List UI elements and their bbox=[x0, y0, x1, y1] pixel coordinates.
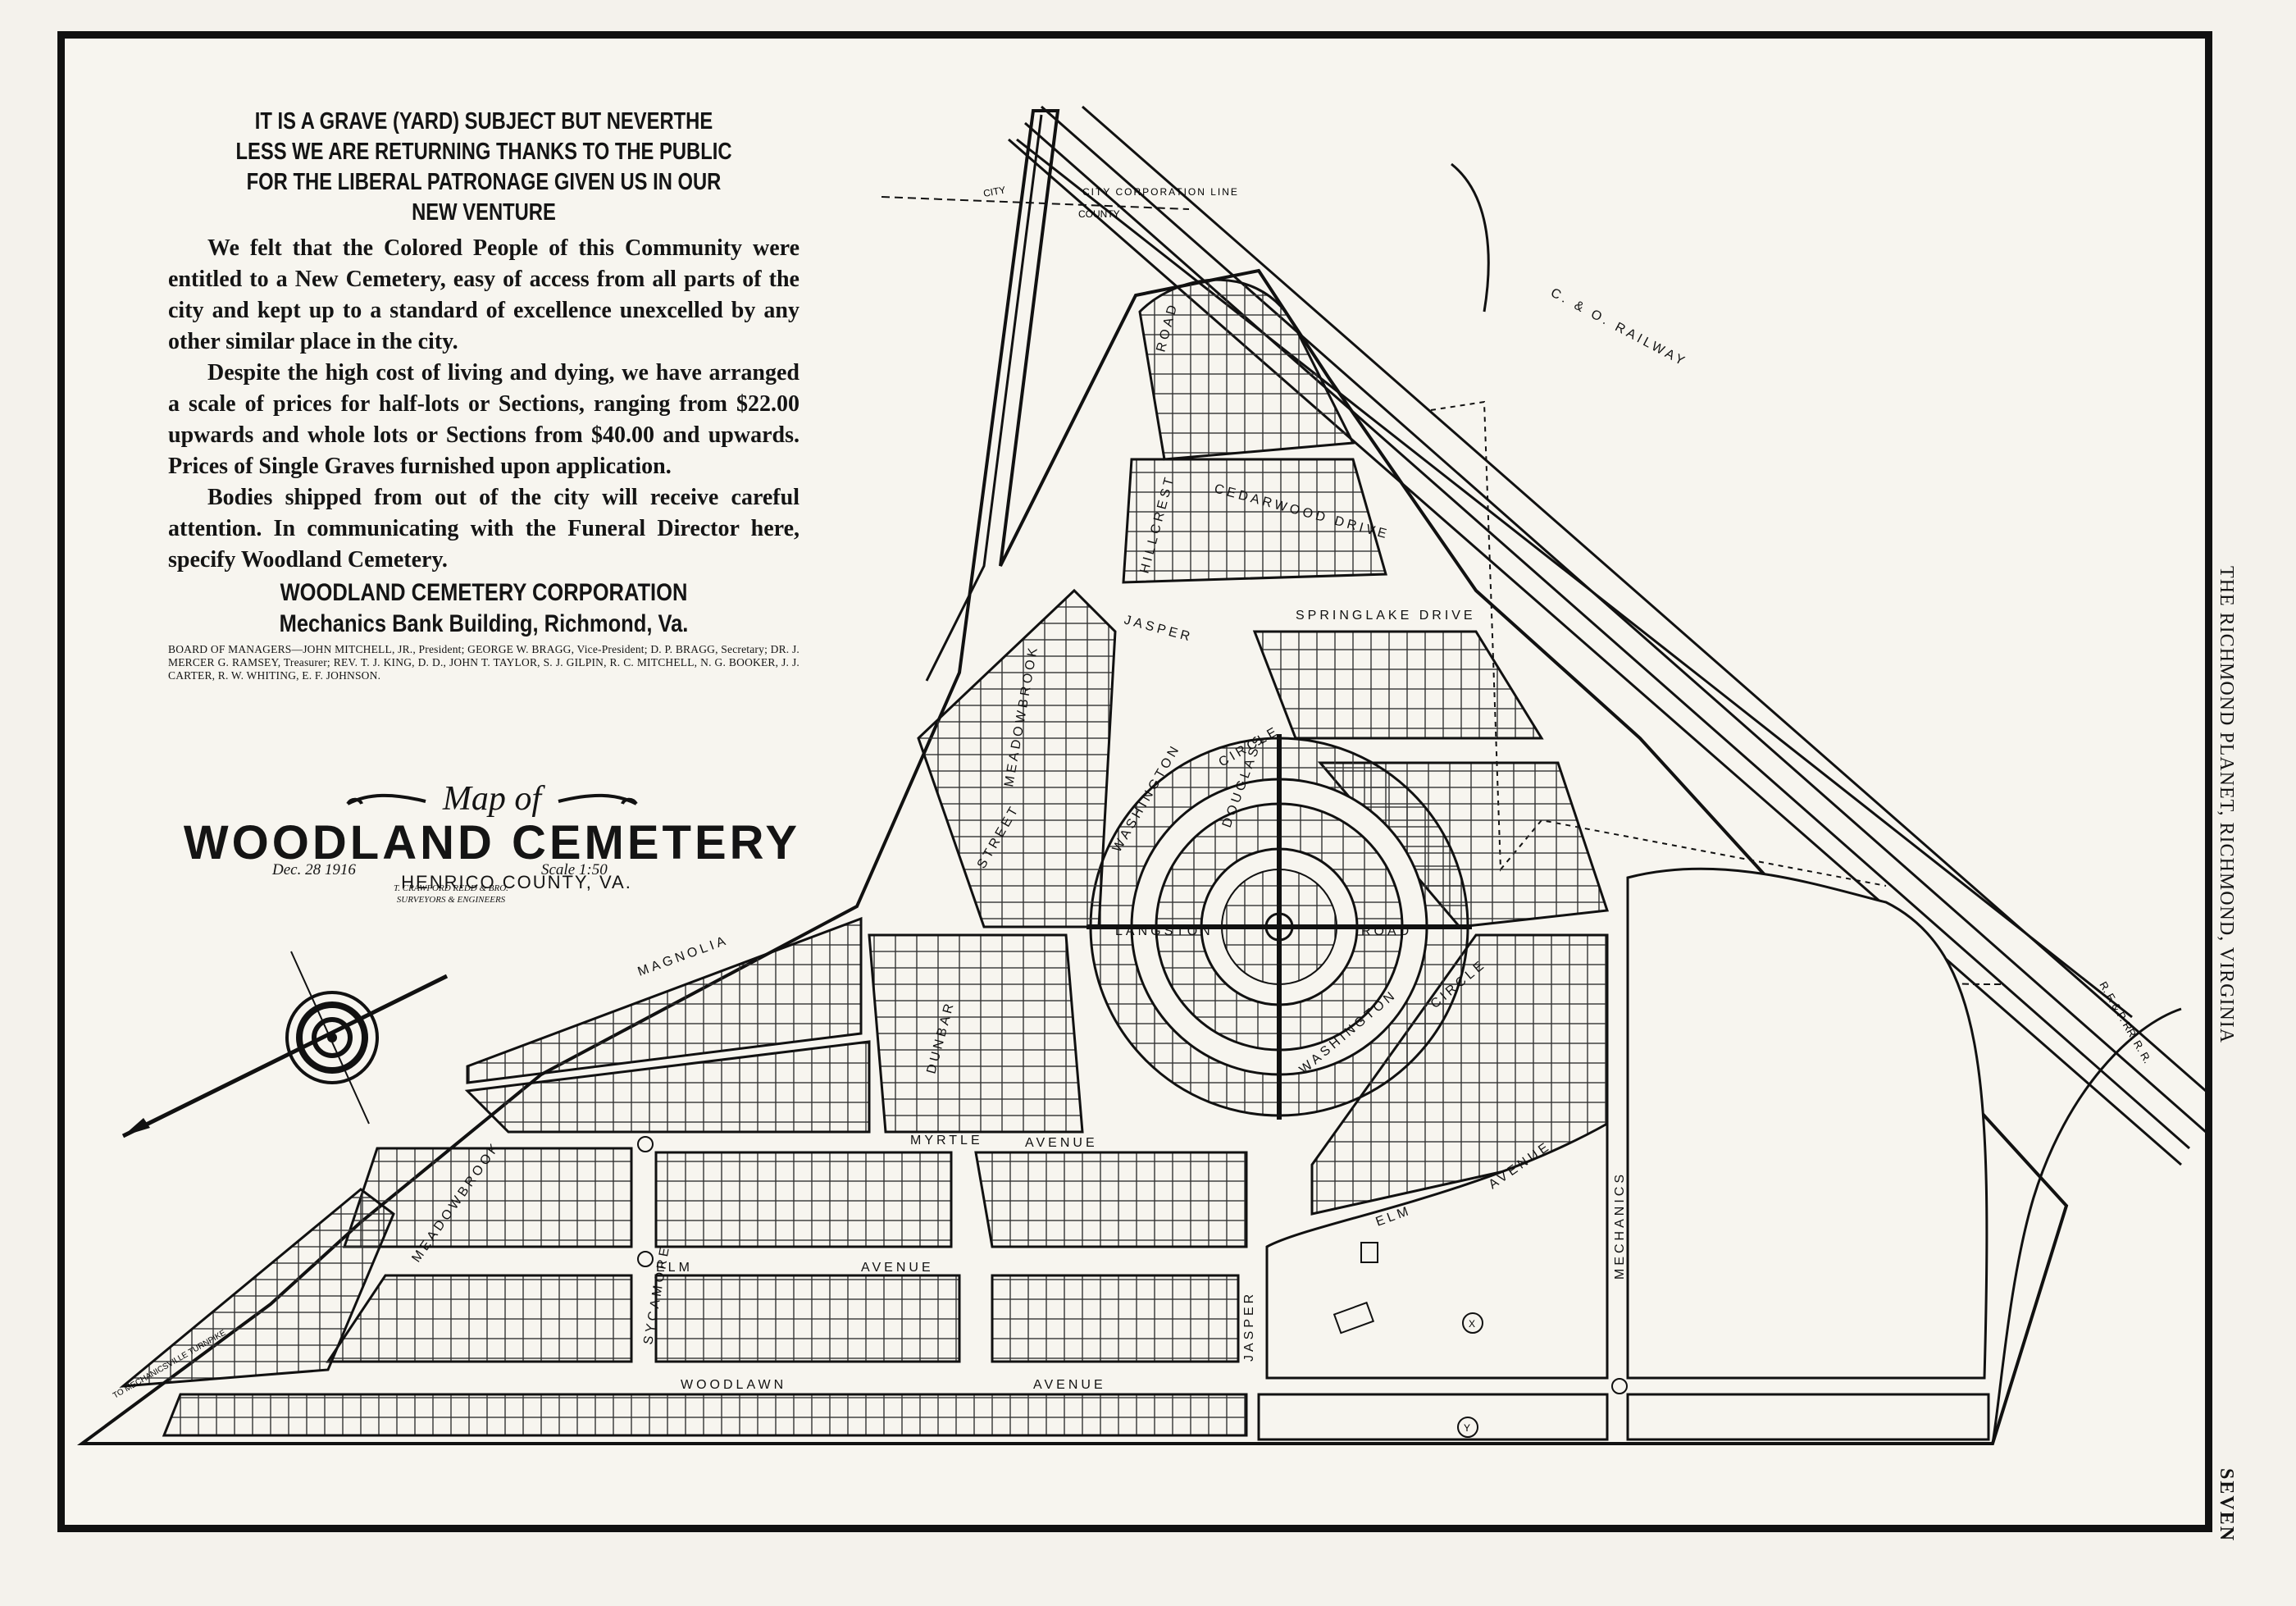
corporation-name: WOODLAND CEMETERY CORPORATION bbox=[280, 579, 688, 606]
lot-section bbox=[119, 1188, 395, 1388]
roundabout bbox=[637, 1136, 654, 1152]
label-road: ROAD bbox=[1361, 924, 1412, 938]
washington-circle bbox=[1086, 734, 1472, 1120]
label-city-line: CITY CORPORATION LINE bbox=[1082, 186, 1239, 198]
surveyor-credit: T. CRAWFORD REDD & BRO. SURVEYORS & ENGI… bbox=[394, 883, 508, 906]
lot-section bbox=[654, 1274, 961, 1363]
ad-paragraph: Despite the high cost of living and dyin… bbox=[168, 360, 800, 479]
lot-section bbox=[464, 1040, 871, 1134]
label-avenue: AVENUE bbox=[861, 1261, 934, 1275]
lot-section bbox=[991, 1274, 1240, 1363]
label-jasper: JASPER bbox=[1123, 613, 1195, 645]
label-langston: LANGSTON bbox=[1115, 924, 1214, 938]
open-strip bbox=[1626, 1393, 1990, 1441]
lot-section bbox=[1122, 458, 1387, 584]
ad-paragraph: We felt that the Colored People of this … bbox=[168, 235, 800, 354]
lot-section bbox=[974, 1151, 1248, 1248]
lot-section bbox=[1138, 278, 1355, 461]
map-of-text: Map of bbox=[442, 780, 542, 818]
label-rfp: R. F. & P. RR. R. R. bbox=[2097, 979, 2153, 1065]
label-woodlawn: WOODLAWN bbox=[681, 1378, 786, 1392]
label-railway: C. & O. RAILWAY bbox=[1548, 286, 1689, 370]
lot-section bbox=[466, 916, 863, 1084]
lot-section bbox=[162, 1393, 1248, 1437]
county-label: HENRICO COUNTY, VA. bbox=[401, 872, 632, 892]
lot-section bbox=[1310, 933, 1609, 1216]
map-date: Dec. 28 1916 bbox=[272, 861, 356, 878]
label-jasper: JASPER bbox=[1242, 1291, 1256, 1362]
lot-section bbox=[917, 588, 1117, 928]
label-city: CITY bbox=[982, 184, 1006, 199]
structure bbox=[1360, 1242, 1378, 1263]
lot-section bbox=[1252, 630, 1544, 740]
headline-line: NEW VENTURE bbox=[412, 199, 556, 226]
cemetery-name: WOODLAND CEMETERY bbox=[183, 816, 801, 869]
headline-line: LESS WE ARE RETURNING THANKS TO THE PUBL… bbox=[235, 139, 732, 165]
label-myrtle: MYRTLE bbox=[910, 1134, 983, 1147]
structure bbox=[1332, 1301, 1375, 1335]
map-scale: Scale 1:50 bbox=[541, 861, 608, 878]
label-county: COUNTY bbox=[1078, 208, 1120, 220]
roundabout bbox=[1611, 1378, 1628, 1394]
lot-section bbox=[654, 1151, 953, 1248]
surveyor-line: T. CRAWFORD REDD & BRO. bbox=[394, 883, 508, 893]
compass-rose-icon bbox=[121, 951, 449, 1138]
city-line bbox=[881, 196, 1190, 210]
marker-y bbox=[1457, 1417, 1478, 1438]
map-of-title: Map of bbox=[180, 779, 804, 819]
label-avenue: AVENUE bbox=[1033, 1378, 1106, 1392]
roundabout bbox=[637, 1251, 654, 1267]
headline-line: IT IS A GRAVE (YARD) SUBJECT BUT NEVERTH… bbox=[254, 108, 713, 135]
marker-x bbox=[1462, 1312, 1483, 1334]
ad-body: We felt that the Colored People of this … bbox=[168, 233, 800, 576]
open-strip bbox=[1257, 1393, 1609, 1441]
flourish-right-icon bbox=[558, 794, 638, 806]
headline-line: FOR THE LIBERAL PATRONAGE GIVEN US IN OU… bbox=[246, 169, 722, 195]
label-springlake: SPRINGLAKE DRIVE bbox=[1296, 609, 1476, 623]
label-y: Y bbox=[1464, 1422, 1470, 1434]
label-avenue: AVENUE bbox=[1025, 1136, 1098, 1150]
label-mechanics: MECHANICS bbox=[1613, 1171, 1627, 1280]
lot-section bbox=[326, 1274, 633, 1363]
street-edge bbox=[925, 114, 1043, 682]
newspaper-sidebar: THE RICHMOND PLANET, RICHMOND, VIRGINIA bbox=[2216, 566, 2237, 1044]
page-number: SEVEN bbox=[2216, 1468, 2237, 1543]
open-ground bbox=[1265, 1121, 1609, 1380]
label-x: X bbox=[1469, 1318, 1475, 1330]
property-line bbox=[1885, 967, 2002, 985]
ad-paragraph: Bodies shipped from out of the city will… bbox=[168, 485, 800, 573]
open-ground bbox=[1626, 867, 1988, 1380]
label-elm: ELM bbox=[656, 1261, 693, 1275]
map-title-block: Map of WOODLAND CEMETERY HENRICO COUNTY,… bbox=[180, 779, 804, 905]
flourish-left-icon bbox=[346, 794, 426, 806]
board-of-managers: BOARD OF MANAGERS—JOHN MITCHELL, JR., Pr… bbox=[168, 643, 800, 682]
access-road bbox=[1451, 162, 1490, 313]
advertisement: IT IS A GRAVE (YARD) SUBJECT BUT NEVERTH… bbox=[168, 107, 800, 682]
stream bbox=[1991, 1007, 2182, 1444]
surveyor-line: SURVEYORS & ENGINEERS bbox=[396, 895, 506, 905]
lot-section bbox=[868, 933, 1084, 1134]
corporation-address: Mechanics Bank Building, Richmond, Va. bbox=[279, 610, 689, 637]
